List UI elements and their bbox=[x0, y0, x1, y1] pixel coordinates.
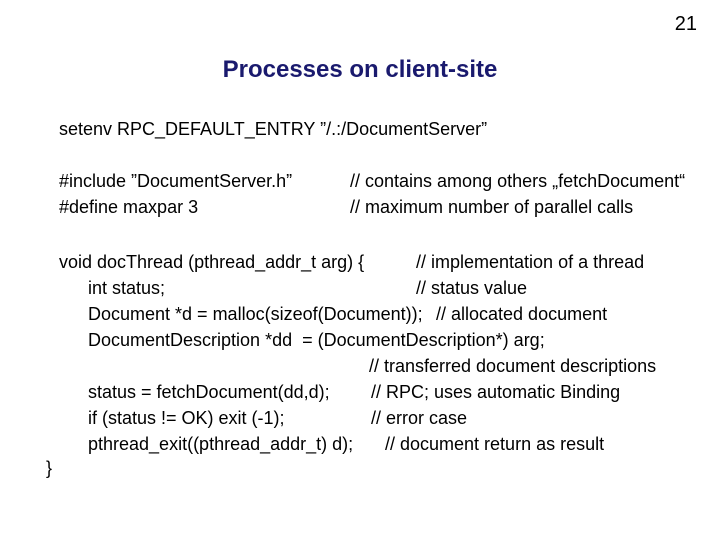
code-line: Document *d = malloc(sizeof(Document)); /… bbox=[0, 304, 720, 326]
code-line: void docThread (pthread_addr_t arg) { // … bbox=[0, 252, 720, 274]
comment-text: // document return as result bbox=[385, 434, 605, 454]
code-line: status = fetchDocument(dd,d); // RPC; use… bbox=[0, 382, 720, 404]
code-line: int status; // status value bbox=[0, 278, 720, 300]
code-text: #define maxpar 3 bbox=[59, 197, 199, 217]
comment-text: // implementation of a thread bbox=[416, 252, 645, 272]
slide-title: Processes on client-site bbox=[222, 56, 498, 83]
code-line: } bbox=[0, 458, 720, 480]
comment-text: // contains among others „fetchDocument“ bbox=[350, 171, 686, 191]
code-text: #include ”DocumentServer.h” bbox=[59, 171, 293, 191]
code-text: Document *d = malloc(sizeof(Document)); bbox=[88, 304, 423, 324]
code-text: void docThread (pthread_addr_t arg) { bbox=[59, 252, 365, 272]
comment-text: // allocated document bbox=[436, 304, 608, 324]
comment-text: // maximum number of parallel calls bbox=[350, 197, 634, 217]
code-line: pthread_exit((pthread_addr_t) d); // docu… bbox=[0, 434, 720, 456]
code-line: setenv RPC_DEFAULT_ENTRY ”/.:/DocumentSe… bbox=[0, 119, 720, 141]
code-line: DocumentDescription *dd = (DocumentDescr… bbox=[0, 330, 720, 352]
code-line: // transferred document descriptions bbox=[0, 356, 720, 378]
code-text: if (status != OK) exit (-1); bbox=[88, 408, 285, 428]
code-text: DocumentDescription *dd = (DocumentDescr… bbox=[88, 330, 545, 350]
comment-text: // status value bbox=[416, 278, 528, 298]
code-text: pthread_exit((pthread_addr_t) d); bbox=[88, 434, 354, 454]
code-line: if (status != OK) exit (-1); // error cas… bbox=[0, 408, 720, 430]
code-text: setenv RPC_DEFAULT_ENTRY ”/.:/DocumentSe… bbox=[59, 119, 488, 139]
code-line: #define maxpar 3 // maximum number of par… bbox=[0, 197, 720, 219]
comment-text: // error case bbox=[371, 408, 468, 428]
comment-text: // transferred document descriptions bbox=[369, 356, 657, 376]
code-text: } bbox=[46, 458, 53, 478]
code-text: status = fetchDocument(dd,d); bbox=[88, 382, 330, 402]
code-text: int status; bbox=[88, 278, 166, 298]
code-line: #include ”DocumentServer.h” // contains a… bbox=[0, 171, 720, 193]
comment-text: // RPC; uses automatic Binding bbox=[371, 382, 621, 402]
page-number: 21 bbox=[674, 13, 697, 35]
